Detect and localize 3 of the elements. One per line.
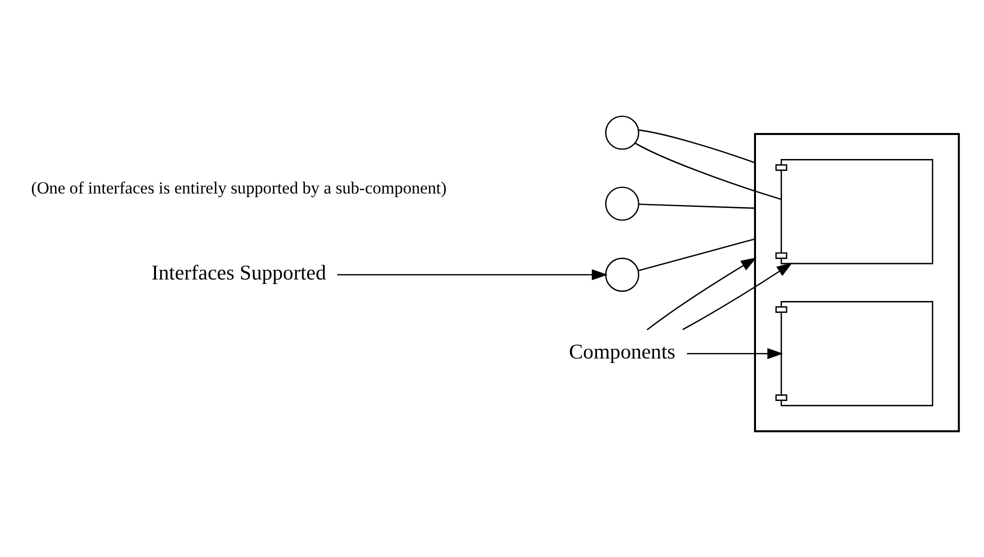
label: (One of interfaces is entirely supported by a sub-component): [31, 178, 447, 198]
node-text: Interfaces Supported: [152, 260, 326, 284]
node-text: Components: [569, 339, 676, 364]
